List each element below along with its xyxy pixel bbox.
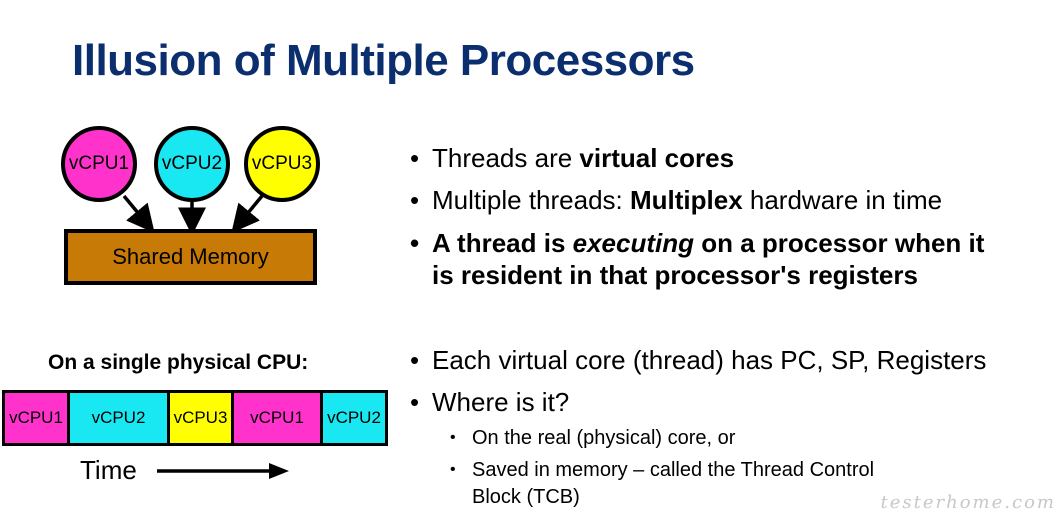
vcpu2-label: vCPU2 [161,153,223,174]
vcpu1-circle: vCPU1 [61,126,137,202]
time-arrow-icon [157,463,289,479]
arrow-vcpu1 [122,194,155,234]
watermark: testerhome.com [880,492,1056,513]
single-cpu-label: On a single physical CPU: [48,351,309,374]
timeline-seg: vCPU3 [170,393,234,443]
arrow-vcpu3 [231,194,264,234]
vcpu3-label: vCPU3 [251,153,313,174]
time-label: Time [80,455,137,485]
vcpu1-label: vCPU1 [68,153,130,174]
timeline-seg: vCPU1 [5,393,70,443]
timeline-seg: vCPU2 [70,393,170,443]
slide-title: Illusion of Multiple Processors [72,36,695,85]
timeline-seg: vCPU2 [323,393,385,443]
timeline-seg: vCPU1 [234,393,323,443]
vcpu-arrows [122,194,264,236]
vcpu3-circle: vCPU3 [244,126,320,202]
shared-memory-label: Shared Memory [112,244,269,269]
vcpu2-circle: vCPU2 [154,126,230,202]
cpu-timeline: vCPU1 vCPU2 vCPU3 vCPU1 vCPU2 [2,390,388,446]
shared-memory-box: Shared Memory [64,229,317,285]
